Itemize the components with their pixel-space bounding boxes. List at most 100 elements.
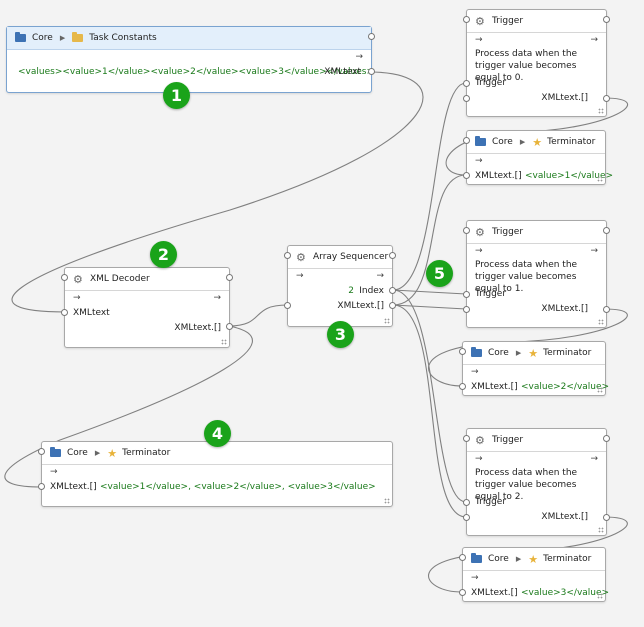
output-port[interactable] [368, 33, 375, 40]
input-port[interactable] [459, 348, 466, 355]
gear-icon: ⚙ [475, 225, 485, 239]
input-port[interactable] [284, 302, 291, 309]
node-title: Trigger [492, 227, 524, 237]
input-port[interactable] [61, 309, 68, 316]
input-port[interactable] [463, 435, 470, 442]
wire-decoder-to-sequencer [228, 304, 288, 327]
input-port[interactable] [38, 483, 45, 490]
gear-icon: ⚙ [475, 14, 485, 28]
output-port[interactable] [389, 252, 396, 259]
path-separator-icon: ▶ [515, 349, 522, 357]
array-sequencer-header[interactable]: ⚙ Array Sequencer [288, 246, 392, 269]
resize-handle[interactable] [597, 176, 603, 182]
trigger-node[interactable]: ⚙ Trigger → → Process data when the trig… [463, 428, 610, 536]
terminator-header[interactable]: Core ▶ ★ Terminator [463, 548, 605, 571]
output-arrow: → [355, 52, 363, 62]
terminator-header[interactable]: Core ▶ ★ Terminator [467, 131, 605, 154]
output-label: XMLtext.[] [174, 323, 221, 333]
input-arrow: → [73, 293, 81, 303]
trigger-node[interactable]: ⚙ Trigger → → Process data when the trig… [463, 9, 610, 117]
output-port[interactable] [603, 16, 610, 23]
input-arrow: → [475, 246, 483, 256]
resize-handle[interactable] [384, 498, 390, 504]
output-port[interactable] [603, 227, 610, 234]
input-port[interactable] [463, 499, 470, 506]
trigger-input-label: Trigger [475, 289, 507, 299]
output-port[interactable] [368, 68, 375, 75]
path-separator-icon: ▶ [94, 449, 101, 457]
terminator-node[interactable]: Core ▶ ★ Terminator → XMLtext.[] <value>… [459, 547, 609, 602]
trigger-node[interactable]: ⚙ Trigger → → Process data when the trig… [463, 220, 610, 328]
resize-handle[interactable] [598, 319, 604, 325]
input-label: XMLtext [73, 308, 110, 318]
resize-handle[interactable] [597, 387, 603, 393]
output-port[interactable] [603, 435, 610, 442]
output-arrow: → [590, 454, 598, 464]
resize-handle[interactable] [598, 527, 604, 533]
terminator-node[interactable]: Core ▶ ★ Terminator → XMLtext.[] <value>… [463, 130, 613, 185]
path-separator-icon: ▶ [515, 555, 522, 563]
trigger-header[interactable]: ⚙ Trigger [467, 221, 606, 244]
output-port[interactable] [389, 287, 396, 294]
input-arrow: → [475, 35, 483, 45]
wire-index-to-trigger-1 [392, 289, 467, 295]
input-port[interactable] [463, 16, 470, 23]
trigger-header[interactable]: ⚙ Trigger [467, 429, 606, 452]
output-port[interactable] [603, 95, 610, 102]
node-title: Terminator [547, 137, 596, 147]
xml-decoder-node[interactable]: ⚙ XML Decoder → → XMLtext XMLtext.[] [61, 267, 233, 348]
terminator-header[interactable]: Core ▶ ★ Terminator [463, 342, 605, 365]
input-port[interactable] [463, 137, 470, 144]
task-constants-node[interactable]: Core ▶ Task Constants → <values><value>1… [6, 26, 375, 93]
input-port[interactable] [459, 554, 466, 561]
output-port[interactable] [603, 306, 610, 313]
step-badge-4: 4 [204, 420, 231, 447]
input-port[interactable] [463, 95, 470, 102]
resize-handle[interactable] [221, 339, 227, 345]
output-port[interactable] [226, 323, 233, 330]
path-separator-icon: ▶ [519, 138, 526, 146]
xml-decoder-header[interactable]: ⚙ XML Decoder [65, 268, 229, 291]
resize-handle[interactable] [384, 318, 390, 324]
input-arrow: → [50, 467, 58, 477]
step-badge-5: 5 [426, 260, 453, 287]
trigger-input-label: Trigger [475, 497, 507, 507]
star-icon: ★ [528, 346, 539, 360]
array-sequencer-node[interactable]: ⚙ Array Sequencer → → 2 Index XMLtext.[] [284, 245, 396, 327]
terminator-main-header[interactable]: Core ▶ ★ Terminator [42, 442, 392, 465]
input-port[interactable] [463, 80, 470, 87]
terminator-node[interactable]: Core ▶ ★ Terminator → XMLtext.[] <value>… [459, 341, 609, 396]
input-port[interactable] [463, 291, 470, 298]
input-port[interactable] [459, 383, 466, 390]
input-port[interactable] [459, 589, 466, 596]
input-port[interactable] [463, 227, 470, 234]
output-label: XMLtext.[] [541, 304, 588, 314]
output-port[interactable] [603, 514, 610, 521]
input-port[interactable] [463, 306, 470, 313]
output-port[interactable] [389, 302, 396, 309]
folder-icon [475, 136, 486, 146]
output-label: XMLtext.[] [541, 512, 588, 522]
node-title: Trigger [492, 435, 524, 445]
task-constants-header[interactable]: Core ▶ Task Constants [7, 27, 371, 50]
folder-icon [50, 447, 61, 457]
resize-handle[interactable] [598, 108, 604, 114]
input-port[interactable] [38, 448, 45, 455]
input-port[interactable] [284, 252, 291, 259]
resize-handle[interactable] [597, 593, 603, 599]
input-arrow: → [475, 156, 483, 166]
trigger-header[interactable]: ⚙ Trigger [467, 10, 606, 33]
star-icon: ★ [528, 552, 539, 566]
output-label: XMLtext [324, 67, 361, 77]
input-port[interactable] [463, 172, 470, 179]
input-port[interactable] [61, 274, 68, 281]
wire-seq-to-terminator-0 [392, 174, 467, 306]
path-root-label: Core [488, 348, 509, 358]
input-arrow: → [296, 271, 304, 281]
input-arrow: → [471, 573, 479, 583]
constant-value: <values><value>1</value><value>2</value>… [18, 67, 375, 77]
terminator-main-node[interactable]: Core ▶ ★ Terminator → XMLtext.[] <value>… [38, 441, 393, 507]
output-port[interactable] [226, 274, 233, 281]
input-port[interactable] [463, 514, 470, 521]
input-arrow: → [475, 454, 483, 464]
